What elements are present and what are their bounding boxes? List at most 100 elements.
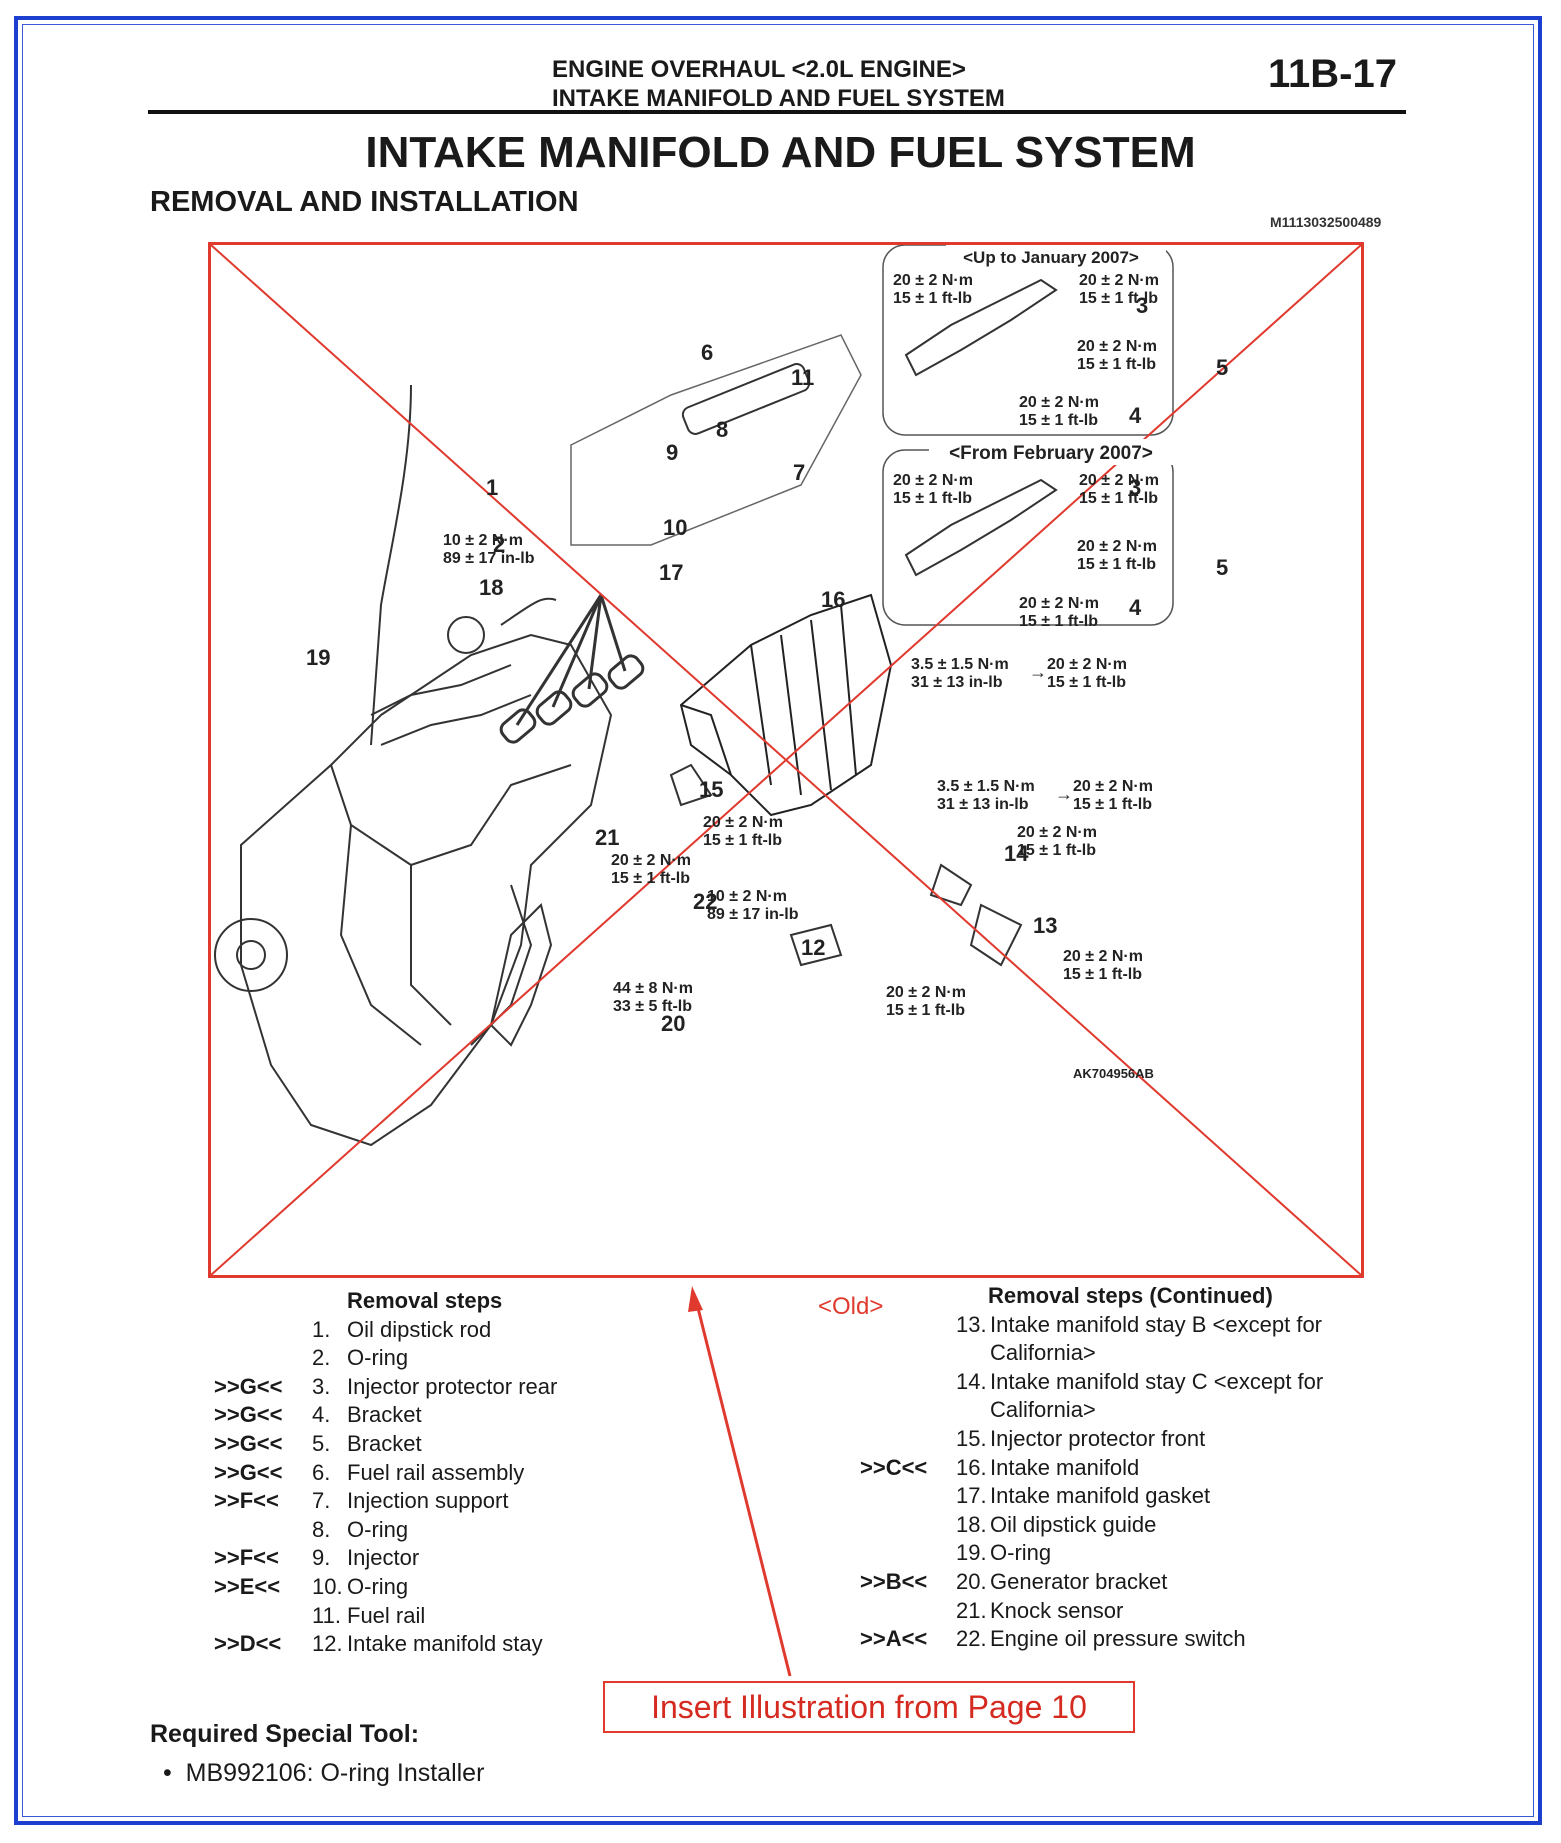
label-bg — [946, 245, 1166, 267]
step-number: 9. — [312, 1545, 331, 1571]
callout-3b: 3 — [1129, 475, 1141, 500]
step-row: 1.Oil dipstick rod — [214, 1316, 594, 1345]
step-text: O-ring — [990, 1540, 1052, 1566]
engine-block-drawing — [214, 597, 613, 1147]
step-marker: >>B<< — [860, 1568, 928, 1594]
step-row: 18.Oil dipstick guide — [860, 1511, 1380, 1540]
callout-8: 8 — [716, 417, 728, 442]
step-text: Oil dipstick rod — [347, 1316, 492, 1342]
callout-4: 4 — [1129, 403, 1142, 428]
steps-heading: Removal steps — [347, 1288, 503, 1313]
callout-7: 7 — [793, 460, 805, 485]
step-row-continued: California> — [860, 1396, 1380, 1425]
step-number: 15. — [956, 1425, 987, 1451]
step-number: 17. — [956, 1483, 987, 1509]
step-row: >>G<<4.Bracket — [214, 1401, 594, 1430]
step-row: 2. O-ring — [214, 1344, 594, 1373]
header-rule — [148, 110, 1406, 114]
callout-3: 3 — [1136, 293, 1148, 318]
arrow-glyph: → — [1029, 662, 1047, 682]
torque-label: 15 ± 1 ft-lb — [1047, 674, 1126, 691]
page-frame — [14, 16, 1542, 1825]
step-row: >>D<< 12.Intake manifold stay — [214, 1630, 594, 1659]
step-text: Injection support — [347, 1488, 509, 1514]
torque-label: 15 ± 1 ft-lb — [1079, 290, 1158, 307]
torque-label: 20 ± 2 N·m — [1019, 394, 1099, 411]
step-marker: >>F<< — [214, 1545, 279, 1571]
step-marker: >>D<< — [214, 1631, 282, 1657]
step-text: Bracket — [347, 1402, 422, 1428]
torque-label: 31 ± 13 in-lb — [937, 796, 1029, 813]
torque-label: 20 ± 2 N·m — [1077, 538, 1157, 555]
torque-label: 33 ± 5 ft-lb — [613, 998, 692, 1015]
step-row: >>C<<16.Intake manifold — [860, 1454, 1380, 1483]
torque-label: 15 ± 1 ft-lb — [1073, 796, 1152, 813]
torque-label: 15 ± 1 ft-lb — [611, 870, 690, 887]
old-label: <Old> — [818, 1293, 884, 1320]
torque-label: 89 ± 17 in-lb — [707, 906, 799, 923]
page-title: INTAKE MANIFOLD AND FUEL SYSTEM — [365, 128, 1196, 177]
special-tool-text: MB992106: O-ring Installer — [185, 1759, 485, 1787]
step-text: Fuel rail — [347, 1602, 426, 1628]
torque-label: 15 ± 1 ft-lb — [893, 290, 972, 307]
step-row: 21.Knock sensor — [860, 1597, 1380, 1626]
document-id: M1113032500489 — [1270, 214, 1382, 230]
callout-1: 1 — [486, 475, 498, 500]
gasket-drawing — [499, 594, 645, 744]
step-number: 20. — [956, 1568, 987, 1594]
torque-label: 20 ± 2 N·m — [893, 472, 973, 489]
step-text: Intake manifold stay C <except for — [990, 1368, 1324, 1394]
callout-17: 17 — [659, 560, 683, 585]
callout-12: 12 — [801, 935, 825, 960]
step-text: Generator bracket — [990, 1568, 1168, 1594]
step-marker: >>A<< — [860, 1626, 928, 1652]
step-text: O-ring — [347, 1345, 409, 1371]
step-row: 17.Intake manifold gasket — [860, 1482, 1380, 1511]
torque-label: 15 ± 1 ft-lb — [893, 490, 972, 507]
fuel-rail-box — [570, 334, 862, 546]
step-row: >>F<<9.Injector — [214, 1544, 594, 1573]
callout-14: 14 — [1004, 841, 1029, 866]
step-number: 2. — [312, 1345, 331, 1371]
steps-heading-continued: Removal steps (Continued) — [988, 1283, 1273, 1308]
illustration-id: AK704956AB — [1073, 1066, 1154, 1081]
torque-label: 20 ± 2 N·m — [1047, 656, 1127, 673]
step-text: Injector protector front — [990, 1425, 1206, 1451]
step-row: >>F<<7.Injection support — [214, 1487, 594, 1516]
step-row: 8.O-ring — [214, 1516, 594, 1545]
step-number: 21. — [956, 1597, 987, 1623]
step-row: 11.Fuel rail — [214, 1602, 594, 1631]
torque-label: 15 ± 1 ft-lb — [703, 832, 782, 849]
torque-label: 15 ± 1 ft-lb — [1077, 356, 1156, 373]
callout-10: 10 — [663, 515, 687, 540]
torque-label: 44 ± 8 N·m — [613, 980, 693, 997]
section-subtitle: REMOVAL AND INSTALLATION — [150, 186, 579, 218]
step-number: 12. — [312, 1631, 343, 1657]
torque-label: 15 ± 1 ft-lb — [1019, 613, 1098, 630]
callout-5b: 5 — [1216, 555, 1228, 580]
step-text: Intake manifold stay — [347, 1631, 543, 1657]
step-row: >>G<<6.Fuel rail assembly — [214, 1459, 594, 1488]
torque-label: 20 ± 2 N·m — [611, 852, 691, 869]
step-number: 19. — [956, 1540, 987, 1566]
callout-4b: 4 — [1129, 595, 1142, 620]
step-text: Intake manifold stay B <except for — [990, 1311, 1323, 1337]
header-line2: INTAKE MANIFOLD AND FUEL SYSTEM — [552, 85, 1005, 112]
step-marker: >>G<< — [214, 1430, 283, 1456]
step-row: >>B<< 20.Generator bracket — [860, 1568, 1380, 1597]
special-tool-heading: Required Special Tool: — [150, 1720, 420, 1748]
torque-label: 20 ± 2 N·m — [1073, 778, 1153, 795]
step-text-continued: California> — [990, 1397, 1096, 1423]
illustration: <Up to January 2007> <From February 2007… — [208, 242, 1364, 1278]
page-number: 11B-17 — [1268, 52, 1397, 96]
page-frame-inner — [22, 24, 1534, 1817]
step-text: Injector protector rear — [347, 1373, 558, 1399]
step-number: 13. — [956, 1311, 987, 1337]
torque-label: 3.5 ± 1.5 N·m — [911, 656, 1009, 673]
step-marker: >>F<< — [214, 1488, 279, 1514]
step-text: Intake manifold gasket — [990, 1483, 1211, 1509]
torque-label: 20 ± 2 N·m — [893, 272, 973, 289]
step-number: 3. — [312, 1373, 331, 1399]
torque-label: 15 ± 1 ft-lb — [886, 1002, 965, 1019]
